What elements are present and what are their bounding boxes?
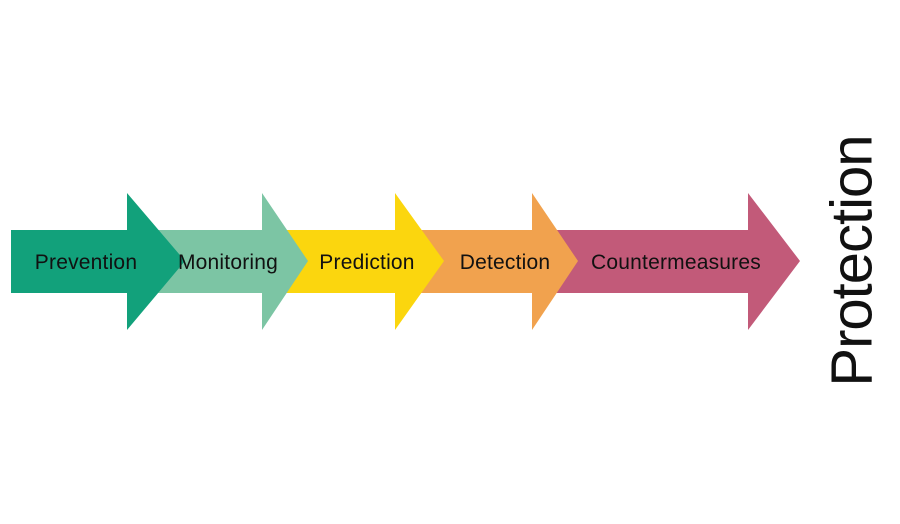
goal-label-protection: Protection — [819, 135, 885, 387]
stage-label-prediction: Prediction — [319, 251, 415, 274]
stage-label-monitoring: Monitoring — [177, 251, 279, 274]
stage-label-countermeasures: Countermeasures — [591, 251, 761, 274]
stage-label-detection: Detection — [459, 251, 551, 274]
stage-label-prevention: Prevention — [34, 251, 138, 274]
